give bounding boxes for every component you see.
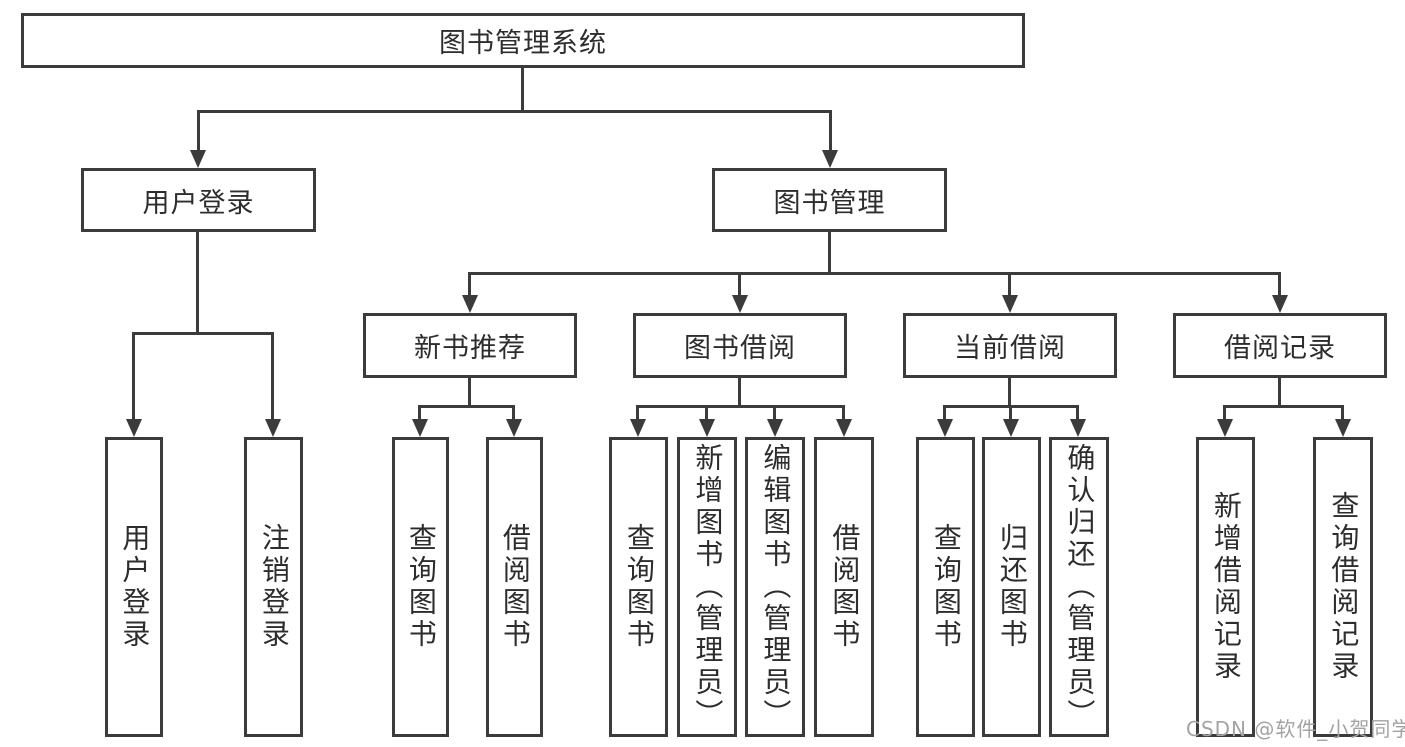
- connector-stem-leaf-login: [132, 332, 135, 420]
- connector-stem-leaf-logout: [271, 332, 274, 420]
- connector-level3-hline: [468, 272, 1281, 275]
- connector-stem-cb-confirm: [1076, 405, 1079, 420]
- arrowhead-cb-return: [1003, 419, 1019, 437]
- leaf-user-login: 用户登录: [105, 437, 163, 737]
- leaf-nbr-borrow-books-label: 借阅图书: [498, 523, 532, 651]
- connector-user-login-trunk: [196, 232, 199, 335]
- connector-stem-bb-query: [636, 405, 639, 420]
- leaf-bb-add-books-admin-label: 新增图书（管理员）: [691, 443, 725, 731]
- leaf-br-add-record-label: 新增借阅记录: [1209, 491, 1243, 683]
- arrowhead-bb-add: [699, 419, 715, 437]
- arrowhead-bb-edit: [767, 419, 783, 437]
- leaf-bb-edit-books-admin: 编辑图书（管理员）: [745, 437, 805, 737]
- node-book-borrow-label: 图书借阅: [684, 333, 796, 364]
- arrowhead-user-login: [190, 150, 206, 168]
- node-current-borrow: 当前借阅: [903, 313, 1117, 378]
- connector-stem-borrow-records: [1278, 272, 1281, 298]
- arrowhead-bb-borrow: [836, 419, 852, 437]
- leaf-cb-return-books: 归还图书: [982, 437, 1041, 737]
- arrowhead-cb-confirm: [1070, 419, 1086, 437]
- node-root: 图书管理系统: [21, 13, 1025, 68]
- connector-stem-nbr-borrow: [512, 405, 515, 420]
- connector-stem-nbr-query: [418, 405, 421, 420]
- arrowhead-nbr-borrow: [506, 419, 522, 437]
- leaf-cb-query-books: 查询图书: [916, 437, 975, 737]
- connector-stem-book-borrow: [738, 272, 741, 298]
- connector-stem-bb-edit: [773, 405, 776, 420]
- node-new-book-recommend-label: 新书推荐: [414, 333, 526, 364]
- leaf-bb-add-books-admin: 新增图书（管理员）: [677, 437, 737, 737]
- connector-level2-hline: [197, 110, 832, 113]
- node-user-login-label: 用户登录: [142, 187, 255, 219]
- connector-book-management-trunk: [828, 232, 831, 275]
- connector-book-borrow-hline: [636, 405, 845, 408]
- arrowhead-nbr-query: [412, 419, 428, 437]
- leaf-cb-confirm-return-admin-label: 确认归还（管理员）: [1063, 443, 1097, 731]
- connector-stem-cb-return: [1009, 405, 1012, 420]
- node-book-management: 图书管理: [712, 168, 947, 232]
- arrowhead-cb-query: [937, 419, 953, 437]
- connector-stem-bb-borrow: [842, 405, 845, 420]
- connector-stem-cb-query: [943, 405, 946, 420]
- leaf-bb-query-books-label: 查询图书: [622, 523, 656, 651]
- node-borrow-records-label: 借阅记录: [1224, 333, 1336, 364]
- leaf-bb-edit-books-admin-label: 编辑图书（管理员）: [759, 443, 793, 731]
- arrowhead-book-management: [822, 150, 838, 168]
- leaf-logout-login-label: 注销登录: [257, 523, 291, 651]
- arrowhead-leaf-logout: [265, 419, 281, 437]
- csdn-watermark: CSDN @软件_小贺同学: [1186, 717, 1405, 741]
- arrowhead-br-add: [1217, 419, 1233, 437]
- leaf-user-login-label: 用户登录: [118, 523, 152, 651]
- leaf-cb-confirm-return-admin: 确认归还（管理员）: [1049, 437, 1109, 737]
- connector-current-borrow-trunk: [1008, 378, 1011, 408]
- connector-stem-br-query: [1341, 405, 1344, 420]
- connector-new-book-hline: [418, 405, 515, 408]
- leaf-bb-query-books: 查询图书: [609, 437, 668, 737]
- connector-root-trunk: [521, 68, 524, 113]
- connector-stem-bb-add: [705, 405, 708, 420]
- arrowhead-bb-query: [630, 419, 646, 437]
- connector-stem-br-add: [1223, 405, 1226, 420]
- leaf-br-query-record: 查询借阅记录: [1313, 437, 1373, 737]
- arrowhead-br-query: [1335, 419, 1351, 437]
- leaf-logout-login: 注销登录: [244, 437, 303, 737]
- node-book-management-label: 图书管理: [773, 187, 886, 219]
- connector-stem-book-management: [829, 110, 832, 152]
- connector-borrow-records-trunk: [1278, 378, 1281, 408]
- node-current-borrow-label: 当前借阅: [954, 333, 1066, 364]
- leaf-br-query-record-label: 查询借阅记录: [1327, 491, 1361, 683]
- connector-user-login-hline: [132, 332, 274, 335]
- arrowhead-current-borrow: [1002, 295, 1018, 313]
- leaf-cb-return-books-label: 归还图书: [995, 523, 1029, 651]
- node-new-book-recommend: 新书推荐: [363, 313, 577, 378]
- connector-borrow-records-hline: [1223, 405, 1344, 408]
- leaf-nbr-borrow-books: 借阅图书: [486, 437, 543, 737]
- connector-stem-new-book: [468, 272, 471, 298]
- arrowhead-leaf-login: [126, 419, 142, 437]
- arrowhead-book-borrow: [732, 295, 748, 313]
- leaf-nbr-query-books: 查询图书: [392, 437, 449, 737]
- connector-new-book-trunk: [468, 378, 471, 408]
- leaf-bb-borrow-books: 借阅图书: [814, 437, 874, 737]
- connector-book-borrow-trunk: [738, 378, 741, 408]
- node-root-label: 图书管理系统: [439, 28, 607, 59]
- node-book-borrow: 图书借阅: [633, 313, 847, 378]
- node-user-login: 用户登录: [81, 168, 316, 232]
- leaf-bb-borrow-books-label: 借阅图书: [828, 523, 862, 651]
- arrowhead-borrow-records: [1272, 295, 1288, 313]
- connector-stem-user-login: [197, 110, 200, 152]
- leaf-cb-query-books-label: 查询图书: [929, 523, 963, 651]
- arrowhead-new-book: [462, 295, 478, 313]
- leaf-br-add-record: 新增借阅记录: [1196, 437, 1255, 737]
- leaf-nbr-query-books-label: 查询图书: [404, 523, 438, 651]
- node-borrow-records: 借阅记录: [1173, 313, 1387, 378]
- connector-stem-current-borrow: [1008, 272, 1011, 298]
